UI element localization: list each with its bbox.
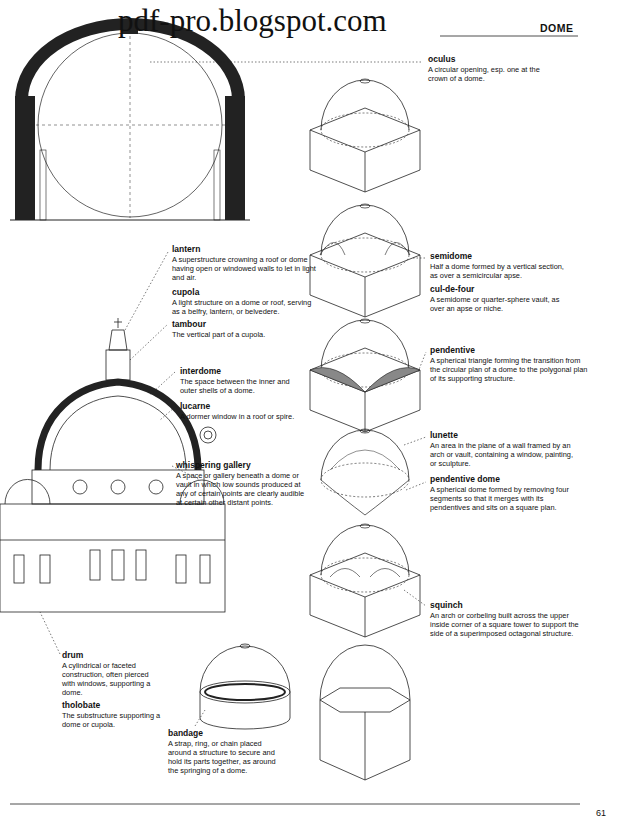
- definition-text: The vertical part of a cupola.: [172, 330, 317, 339]
- definition-text: A cylindrical or faceted construction, o…: [62, 661, 162, 697]
- definition-text: An arch or corbeling built across the up…: [430, 611, 585, 638]
- definition-text: The substructure supporting a dome or cu…: [62, 711, 162, 729]
- definition-text: A semidome or quarter-sphere vault, as o…: [430, 295, 568, 313]
- definition-text: A space or gallery beneath a dome or vau…: [176, 471, 308, 507]
- term-label: tholobate: [62, 700, 100, 710]
- definition-text: A circular opening, esp. one at the crow…: [428, 65, 558, 83]
- term-label: bandage: [168, 728, 203, 738]
- definition-text: An area in the plane of a wall framed by…: [430, 441, 580, 468]
- term-label: cul-de-four: [430, 284, 474, 294]
- term-label: pendentive dome: [430, 474, 500, 484]
- term-label: semidome: [430, 251, 472, 261]
- term-label: lucarne: [180, 401, 210, 411]
- definition-text: A spherical dome formed by removing four…: [430, 485, 580, 512]
- definition-text: A strap, ring, or chain placed around a …: [168, 739, 280, 775]
- definition-text: A spherical triangle forming the transit…: [430, 356, 590, 383]
- definition-text: Half a dome formed by a vertical section…: [430, 262, 568, 280]
- term-label: squinch: [430, 600, 463, 610]
- definition-text: The space between the inner and outer sh…: [180, 377, 305, 395]
- page-number: 61: [596, 808, 606, 819]
- definition-text: A light structure on a dome or roof, ser…: [172, 298, 317, 316]
- term-label: pendentive: [430, 345, 475, 355]
- term-label: lunette: [430, 430, 458, 440]
- definition-text: A superstructure crowning a roof or dome…: [172, 255, 317, 282]
- running-head: DOME: [540, 22, 574, 35]
- term-label: interdome: [180, 366, 221, 376]
- term-label: lantern: [172, 244, 200, 254]
- term-label: tambour: [172, 319, 206, 329]
- term-label: oculus: [428, 54, 455, 64]
- term-label: cupola: [172, 287, 199, 297]
- term-label: whispering gallery: [176, 460, 251, 470]
- watermark: pdf-pro.blogspot.com: [118, 2, 387, 40]
- definition-text: A dormer window in a roof or spire.: [180, 412, 305, 421]
- term-label: drum: [62, 650, 83, 660]
